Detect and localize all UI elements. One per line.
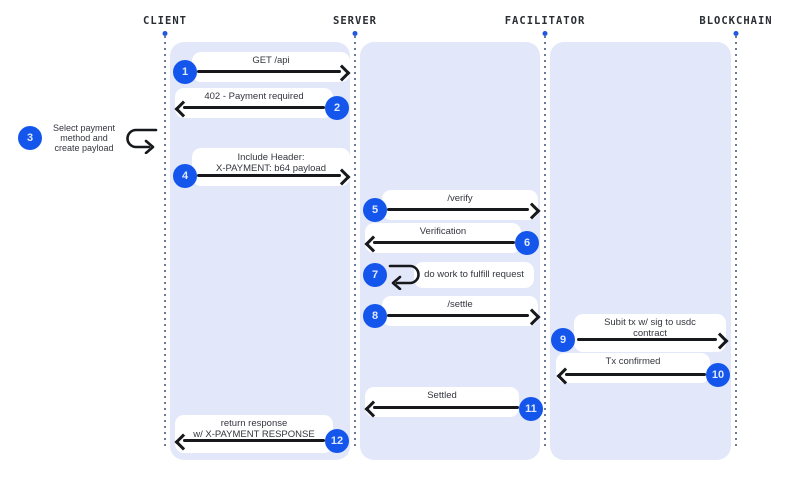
arrow-line	[183, 439, 325, 442]
message-bubble	[192, 52, 350, 82]
message-bubble	[382, 190, 538, 220]
message-label: GET /api	[252, 55, 290, 66]
arrow-line	[373, 241, 515, 244]
message-label: do work to fulfill request	[424, 269, 524, 280]
lifeline-facilitator	[544, 36, 546, 448]
actor-client: CLIENT	[143, 15, 187, 27]
lifeline-client	[164, 36, 166, 448]
message-bubble	[414, 262, 534, 288]
lifeline-dot-client	[162, 31, 168, 36]
step-badge: 11	[519, 397, 543, 421]
step-badge: 10	[706, 363, 730, 387]
message-label: w/ X-PAYMENT RESPONSE	[193, 429, 315, 440]
message-label: Subit tx w/ sig to usdc	[604, 317, 696, 328]
lane-facilitator-blockchain	[550, 42, 731, 460]
message-bubble	[175, 88, 333, 118]
step-badge: 7	[363, 263, 387, 287]
message-label: /settle	[447, 299, 473, 310]
step-badge: 12	[325, 429, 349, 453]
step-badge: 6	[515, 231, 539, 255]
message-bubble	[574, 314, 726, 352]
arrow-line	[565, 373, 706, 376]
step-badge: 1	[173, 60, 197, 84]
message-bubble	[382, 296, 538, 326]
message-bubble	[192, 148, 350, 186]
message-label: Include Header:	[237, 152, 305, 163]
actor-facilitator: FACILITATOR	[504, 15, 586, 27]
arrow-line	[387, 314, 529, 317]
message-label: X-PAYMENT: b64 payload	[215, 163, 326, 174]
message-label: contract	[633, 328, 667, 339]
step-badge: 2	[325, 96, 349, 120]
message-label: Settled	[427, 390, 457, 401]
step-badge: 9	[551, 328, 575, 352]
lifeline-dot-facilitator	[542, 31, 548, 36]
actor-server: SERVER	[333, 15, 377, 27]
arrow-line	[387, 208, 529, 211]
message-label: Tx confirmed	[605, 356, 661, 367]
step-badge: 3	[18, 126, 42, 150]
arrow-line	[197, 174, 341, 177]
note-line: Select payment	[52, 123, 116, 133]
actor-blockchain: BLOCKCHAIN	[699, 15, 773, 27]
lifeline-dot-server	[352, 31, 358, 36]
lifeline-server	[354, 36, 356, 448]
message-label: Verification	[419, 226, 467, 237]
arrow-line	[183, 106, 325, 109]
step-badge: 8	[363, 304, 387, 328]
note-line: method and	[60, 133, 108, 143]
lifeline-blockchain	[735, 36, 737, 448]
message-label: /verify	[447, 193, 473, 204]
arrow-line	[197, 70, 341, 73]
message-label: 402 - Payment required	[204, 91, 304, 102]
lifeline-dot-blockchain	[733, 31, 739, 36]
step-badge: 4	[173, 164, 197, 188]
message-label: return response	[220, 418, 288, 429]
self-loop-arrow-icon	[126, 128, 158, 154]
message-bubble	[175, 415, 333, 453]
message-bubble	[556, 353, 710, 383]
note-line: create payload	[54, 143, 114, 153]
arrow-line	[373, 406, 519, 409]
message-bubble	[365, 223, 521, 253]
step-badge: 5	[363, 198, 387, 222]
self-loop-arrow-icon	[388, 264, 420, 290]
message-bubble	[365, 387, 519, 417]
arrow-line	[577, 338, 717, 341]
